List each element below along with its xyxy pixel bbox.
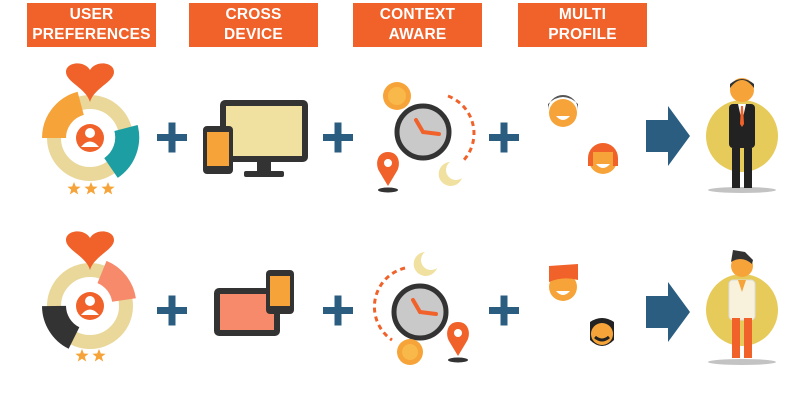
rating-stars-row1 <box>67 182 115 195</box>
persona-neck <box>738 280 746 292</box>
plus-icon <box>323 122 353 153</box>
face-icon <box>588 143 618 174</box>
header-line-1: USER <box>69 6 114 23</box>
user-icon-body <box>81 309 99 315</box>
plus-icon <box>489 295 519 326</box>
header-user-preferences: USER PREFERENCES <box>27 3 156 47</box>
phone-screen <box>207 132 229 166</box>
header-line-2: AWARE <box>388 26 447 43</box>
clock-hands <box>411 298 438 316</box>
star-icon <box>67 182 81 195</box>
monitor-neck <box>257 162 271 172</box>
persona-leg <box>732 148 740 188</box>
user-icon-body <box>81 141 99 147</box>
sun-icon <box>383 82 411 110</box>
persona-business-man <box>706 78 778 193</box>
header-multi-profile: MULTI PROFILE <box>518 3 647 47</box>
face-icon <box>549 264 578 301</box>
arrow-right-icon <box>646 106 690 166</box>
multi-profile-icon-row1 <box>548 95 618 174</box>
star-icon <box>84 182 98 195</box>
header-line-2: PREFERENCES <box>32 26 151 43</box>
tablet-screen <box>220 294 274 330</box>
cross-device-icon-row2 <box>214 270 294 336</box>
persona-leg <box>744 148 752 188</box>
ring-segment-salmon <box>96 260 136 303</box>
ring-segment-dark <box>42 305 81 349</box>
context-aware-icon-row2 <box>372 252 469 365</box>
header-line-1: MULTI <box>558 6 607 23</box>
rating-stars-row2 <box>75 349 106 362</box>
time-arc <box>447 94 476 164</box>
persona-leg <box>732 318 740 358</box>
header-line-2: PROFILE <box>548 26 617 43</box>
persona-head <box>730 78 754 102</box>
arrow-right-icon <box>646 282 690 342</box>
persona-shadow <box>708 187 776 193</box>
moon-icon <box>413 252 437 276</box>
location-pin-icon <box>447 322 469 363</box>
user-icon-head <box>85 128 95 138</box>
clock-hands <box>414 118 441 136</box>
heart-icon <box>66 231 114 270</box>
face-icon <box>590 318 614 346</box>
user-preferences-icon-row2 <box>42 231 136 362</box>
plus-icon <box>489 122 519 153</box>
persona-hair <box>731 250 753 264</box>
user-preferences-icon-row1 <box>42 63 140 195</box>
cross-device-icon-row1 <box>203 100 308 177</box>
header-line-2: DEVICE <box>224 26 283 43</box>
face-icon <box>548 95 578 127</box>
ring-segment-amber <box>42 91 85 139</box>
heart-icon <box>66 63 114 102</box>
user-icon-head <box>85 296 95 306</box>
header-line-1: CROSS <box>225 6 282 23</box>
ring-segment-teal <box>103 124 140 178</box>
header-context-aware: CONTEXT AWARE <box>353 3 482 47</box>
sun-icon <box>397 339 423 365</box>
monitor-screen <box>226 106 302 156</box>
header-line-1: CONTEXT <box>379 6 456 23</box>
time-arc <box>372 266 406 342</box>
location-pin-icon <box>377 152 399 193</box>
context-aware-icon-row1 <box>377 82 476 193</box>
plus-icon <box>157 122 187 153</box>
persona-shadow <box>708 359 776 365</box>
plus-icon <box>157 295 187 326</box>
star-icon <box>75 349 89 362</box>
plus-icon <box>323 295 353 326</box>
star-icon <box>101 182 115 195</box>
header-cross-device: CROSS DEVICE <box>189 3 318 47</box>
persona-tie <box>740 106 744 127</box>
persona-casual-man <box>706 250 778 365</box>
persona-leg <box>744 318 752 358</box>
monitor-stand <box>244 171 284 177</box>
phone-screen <box>270 276 290 306</box>
persona-hair <box>730 79 754 88</box>
multi-profile-icon-row2 <box>549 264 614 346</box>
moon-icon <box>438 162 462 186</box>
star-icon <box>92 349 106 362</box>
